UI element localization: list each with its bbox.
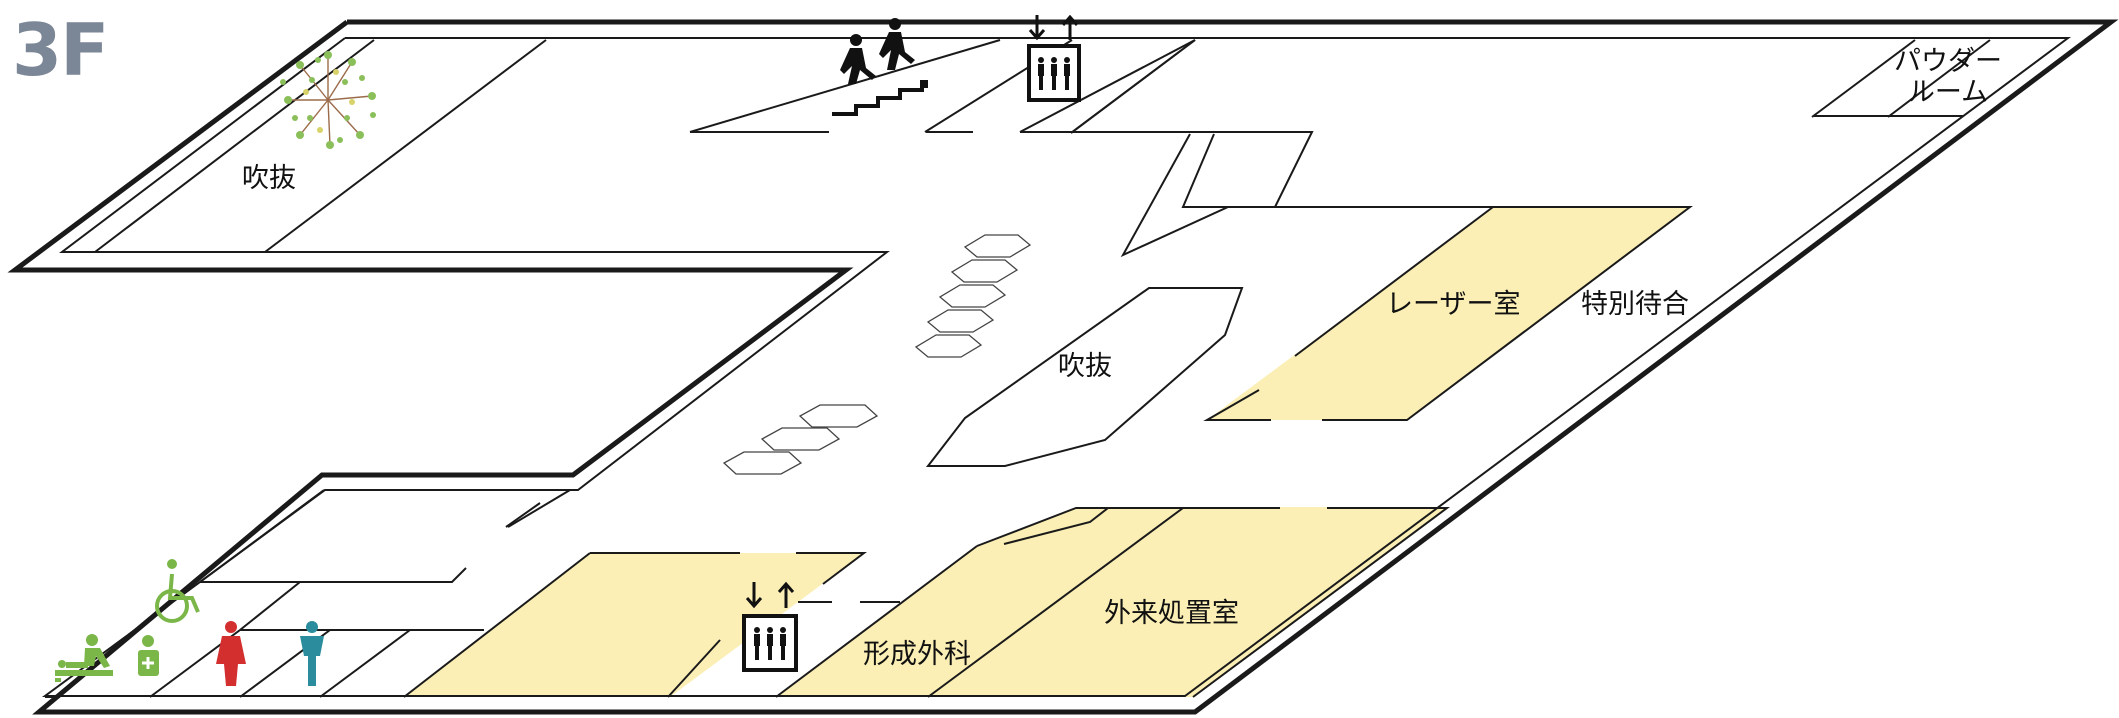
powder-room-label-line2: ルーム <box>1907 77 1989 109</box>
outpatient-treatment-label[interactable]: 外来処置室 <box>1104 598 1239 629</box>
outpatient-treatment-area[interactable] <box>928 507 1447 697</box>
floor-number: 3F <box>12 8 109 92</box>
baby-changing-icon <box>55 634 113 682</box>
women-restroom-icon <box>216 621 246 686</box>
laser-room-label[interactable]: レーザー室 <box>1386 289 1521 320</box>
plastic-surgery-area[interactable] <box>776 507 1183 697</box>
men-restroom-icon <box>300 621 324 686</box>
powder-room-label[interactable]: パウダー ルーム <box>1893 46 2003 108</box>
special-waiting-label[interactable]: 特別待合 <box>1581 289 1689 320</box>
corridor-room-area[interactable] <box>404 553 864 697</box>
laser-room-area[interactable] <box>1207 207 1690 420</box>
atrium-upper-left-label: 吹抜 <box>242 163 296 194</box>
atrium-center-label: 吹抜 <box>1058 351 1112 382</box>
center-atrium-outline <box>925 287 1244 467</box>
elevator-icon <box>1027 14 1081 102</box>
wheelchair-accessible-icon <box>155 559 200 623</box>
plastic-surgery-label[interactable]: 形成外科 <box>863 639 971 670</box>
ostomate-icon <box>138 635 159 676</box>
elevator-icon <box>742 581 798 672</box>
stairs-icon <box>832 18 928 116</box>
powder-room-label-line1: パウダー <box>1894 46 2002 77</box>
decorative-tiles <box>722 234 1032 475</box>
tree-icon <box>280 51 376 149</box>
outer-walls <box>7 19 2119 715</box>
